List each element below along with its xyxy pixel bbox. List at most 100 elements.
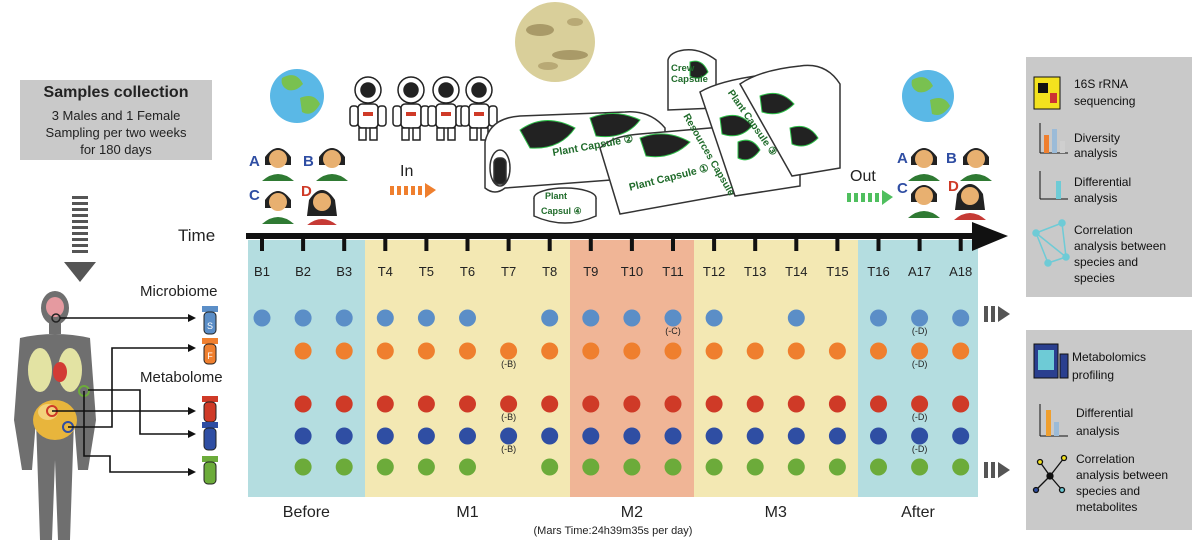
tick-T13 <box>753 238 758 251</box>
mars-planet-icon <box>515 2 595 82</box>
period-label-after: After <box>901 504 935 521</box>
tick-B1 <box>260 238 264 251</box>
sample-dot-r2-T9 <box>582 395 600 413</box>
tick-T10 <box>629 238 634 251</box>
panel-bottom-item2-line2: analysis <box>1076 424 1120 438</box>
sample-dot-r4-T14 <box>787 458 805 476</box>
sample-dot-r1-T12 <box>705 342 723 360</box>
sample-tubes: S F <box>202 306 218 485</box>
timeline-axis <box>246 233 974 239</box>
sample-dot-r0-T14 <box>787 309 805 327</box>
body-illustration <box>14 196 196 540</box>
panel-top-item1-line1: 16S rRNA <box>1074 77 1129 91</box>
period-band-after <box>857 240 978 497</box>
missing-sample-note: (-D) <box>911 412 928 422</box>
sample-dot-r0-A18 <box>952 309 970 327</box>
sample-dot-r1-T15 <box>828 342 846 360</box>
missing-sample-note: (-B) <box>501 359 517 369</box>
sample-dot-r4-T13 <box>746 458 764 476</box>
sample-dot-r1-T9 <box>582 342 600 360</box>
missing-sample-note: (-D) <box>911 444 928 454</box>
timepoint-A18: A18 <box>949 264 973 279</box>
sample-dot-r1-T11 <box>664 342 682 360</box>
sample-dot-r4-T15 <box>828 458 846 476</box>
panel-top-item1-line2: sequencing <box>1074 94 1136 108</box>
sample-dot-r1-T5 <box>417 342 435 360</box>
panel-top-item4-line2: analysis between <box>1074 239 1167 253</box>
sample-dot-r0-T9 <box>582 309 600 327</box>
timepoint-T4: T4 <box>377 264 393 279</box>
sequencer-icon <box>1033 76 1061 110</box>
sample-dot-r2-T8 <box>541 395 559 413</box>
tick-B3 <box>342 238 347 251</box>
earth-icon-left <box>270 69 324 123</box>
sample-dot-r2-B3 <box>335 395 353 413</box>
sample-dot-r2-T16 <box>870 395 887 413</box>
period-label-m1: M1 <box>456 504 479 521</box>
in-arrow-icon <box>390 183 436 198</box>
capsule-label-plant4-line1: Plant <box>545 191 568 201</box>
timepoint-T16: T16 <box>867 264 890 279</box>
sample-dot-r4-B2 <box>294 458 312 476</box>
tick-T12 <box>712 238 717 251</box>
sample-dot-r2-T14 <box>787 395 805 413</box>
mass-spec-icon <box>1033 343 1069 379</box>
sample-dot-r4-T11 <box>664 458 682 476</box>
crew-letter-c-right: C <box>897 180 908 197</box>
sample-dot-r2-T12 <box>705 395 723 413</box>
sample-dot-r1-B3 <box>335 342 353 360</box>
panel-top-item4-line4: species <box>1074 271 1115 285</box>
sample-dot-r0-T12 <box>705 309 723 327</box>
tick-A17 <box>917 238 922 251</box>
sample-dot-r0-T8 <box>541 309 559 327</box>
out-label: Out <box>850 168 876 185</box>
diversity-chart-icon <box>1039 123 1068 154</box>
sample-dot-r4-T6 <box>459 458 476 476</box>
tick-T6 <box>465 238 470 251</box>
timepoint-B2: B2 <box>295 264 312 279</box>
sample-dot-r2-T7 <box>500 395 518 413</box>
sample-dot-r0-T16 <box>870 309 887 327</box>
sample-dot-r0-T5 <box>417 309 435 327</box>
period-band-m1 <box>364 240 571 497</box>
capsule-label-plant4-line2: Capsul ④ <box>541 206 582 216</box>
sample-dot-r0-T6 <box>459 309 476 327</box>
sample-dot-r3-T6 <box>459 427 476 445</box>
tick-T15 <box>835 238 840 251</box>
missing-sample-note: (-D) <box>911 359 928 369</box>
timepoint-T9: T9 <box>583 264 599 279</box>
crew-letter-b-left: B <box>303 153 314 170</box>
samples-line-1: 3 Males and 1 Female <box>51 108 181 123</box>
sample-dot-r0-T4 <box>376 309 394 327</box>
sample-dot-r2-B2 <box>294 395 312 413</box>
period-band-m2 <box>570 240 694 497</box>
panel-top-item3-line2: analysis <box>1074 191 1118 205</box>
panel-top-item3-line1: Differential <box>1074 175 1132 189</box>
differential-chart-icon <box>1039 171 1068 200</box>
missing-sample-note: (-C) <box>665 326 681 336</box>
sample-dot-r3-T11 <box>664 427 682 445</box>
crew-letter-d-left: D <box>301 183 312 200</box>
sample-dot-r3-T8 <box>541 427 559 445</box>
tick-T16 <box>876 238 881 251</box>
samples-title: Samples collection <box>43 84 189 101</box>
sample-dot-r1-T13 <box>746 342 764 360</box>
tick-T14 <box>794 238 799 251</box>
sample-dot-r2-T4 <box>376 395 394 413</box>
sample-dot-r1-T10 <box>623 342 641 360</box>
double-arrow-icon-top <box>984 306 1010 322</box>
sample-dot-r3-T9 <box>582 427 600 445</box>
timepoint-T15: T15 <box>826 264 849 279</box>
sample-arrows <box>52 317 188 473</box>
astronaut-icons <box>349 76 498 141</box>
panel-top-item2-line1: Diversity <box>1074 131 1121 145</box>
tube-icon-navy <box>202 422 218 451</box>
tube-label-s: S <box>207 321 213 331</box>
metabolite-differential-chart-icon <box>1039 404 1068 437</box>
sample-dot-r1-A17 <box>911 342 929 360</box>
tick-T4 <box>383 238 388 251</box>
sample-dot-r3-A17 <box>911 427 929 445</box>
period-band-before <box>248 240 365 497</box>
crew-letter-d-right: D <box>948 178 959 195</box>
panel-top-item4-line1: Correlation <box>1074 223 1133 237</box>
